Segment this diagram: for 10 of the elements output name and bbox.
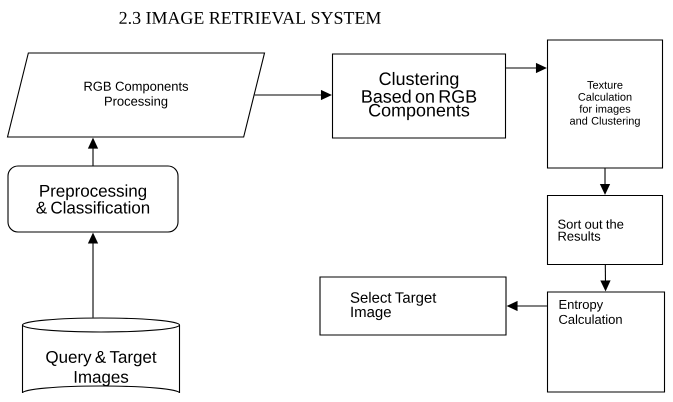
- parallelogram: RGB Components Processing: [6, 52, 266, 138]
- title: 2.3 IMAGE RETRIEVAL SYSTEM: [119, 12, 381, 24]
- database-cylinder: Query & Target Images: [22, 317, 180, 394]
- process-box: Entropy Calculation: [546, 291, 666, 393]
- rounded-box: Preprocessing & Classification: [7, 165, 179, 233]
- process-box: Clustering Based on RGB Components: [332, 53, 506, 139]
- process-box: Texture Calculation for images and Clustering: [546, 39, 664, 169]
- process-box: Sort out the Results: [546, 194, 664, 266]
- process-box: Select Target Image: [319, 276, 507, 336]
- node-label: Query & Target Images: [46, 350, 156, 386]
